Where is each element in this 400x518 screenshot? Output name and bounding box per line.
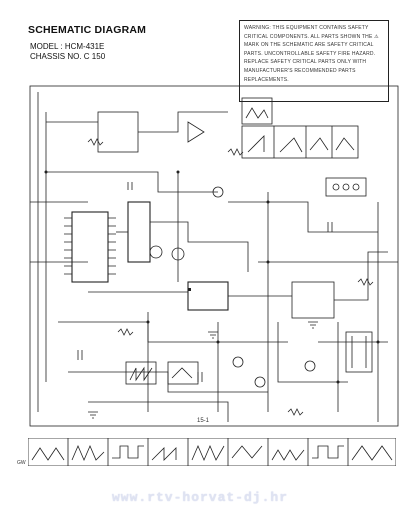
waveform-box-2 xyxy=(241,125,359,159)
schematic-drawing xyxy=(29,85,399,427)
model-info: MODEL : HCM-431E CHASSIS NO. C 150 xyxy=(30,42,105,62)
waveform-strip xyxy=(28,438,396,466)
transformer xyxy=(345,331,373,373)
page-number: 15-1 xyxy=(197,418,210,424)
chassis-number: CHASSIS NO. C 150 xyxy=(30,52,106,61)
safety-warning-box: WARNING: THIS EQUIPMENT CONTAINS SAFETY … xyxy=(239,20,389,102)
model-number: MODEL : HCM-431E xyxy=(30,42,105,51)
ic-block-3 xyxy=(97,111,139,153)
ic-block-4 xyxy=(187,281,229,311)
strip-label: GW xyxy=(17,460,26,466)
watermark-url: www.rtv-horvat-dj.hr xyxy=(111,490,289,505)
ic-block-5 xyxy=(291,281,335,319)
connector-block xyxy=(325,177,367,197)
ic-block-1 xyxy=(71,211,109,283)
page-title: SCHEMATIC DIAGRAM xyxy=(28,24,147,36)
ic-block-2 xyxy=(127,201,151,263)
waveform-box-1 xyxy=(241,97,273,125)
